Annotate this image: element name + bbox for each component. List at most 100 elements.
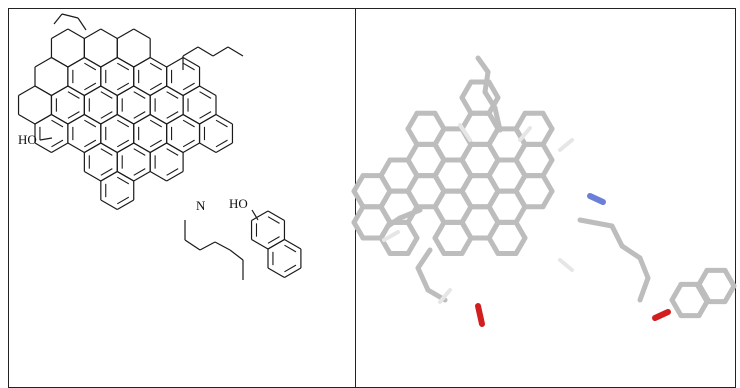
label-nitrogen: N (196, 198, 206, 213)
aromatic-ring-1-bond (100, 56, 118, 68)
butyl-chain (212, 46, 229, 57)
stick-ring-7 (459, 110, 474, 132)
aromatic-ring-16-bond (133, 142, 151, 154)
aromatic-ring-8-bond (149, 85, 167, 97)
aromatic-ring-6-double-bond (100, 111, 113, 119)
saturated-ring-3-bond (18, 85, 36, 97)
aromatic-ring-17-bond (149, 170, 167, 182)
aromatic-ring-4-bond (34, 113, 52, 125)
aromatic-ring-11-double-bond (116, 119, 130, 128)
stick-ring-6 (459, 95, 474, 116)
stick-ring-2 (405, 157, 420, 179)
naphthol-ring-b-bond (284, 238, 302, 250)
aromatic-ring-10-bond (67, 113, 85, 125)
naphthol-ring-a-double-bond (267, 216, 280, 224)
aromatic-ring-0-bond (84, 56, 102, 68)
stick-ring-23 (405, 219, 420, 241)
linker-sticks (619, 243, 643, 261)
label-hydroxyl-right: HO (229, 196, 248, 211)
saturated-ring-3-bond (34, 85, 52, 97)
aromatic-ring-13-double-bond (182, 119, 195, 128)
aromatic-ring-10-bond (84, 113, 102, 125)
aromatic-ring-16-double-bond (133, 148, 146, 156)
aromatic-ring-16-bond (133, 170, 151, 182)
left-alkyl-sticks (397, 207, 423, 221)
aromatic-ring-14-bond (199, 113, 217, 125)
linker-sticks (577, 217, 615, 229)
aromatic-ring-18-bond (116, 199, 135, 211)
stick-ring-10 (486, 141, 501, 163)
aromatic-ring-2-double-bond (149, 82, 162, 91)
aromatic-ring-1-bond (116, 56, 135, 68)
aromatic-ring-18-double-bond (116, 196, 130, 205)
aromatic-ring-14-double-bond (215, 139, 228, 148)
linker-sticks (637, 275, 651, 303)
hydroxyl-bond-left (39, 137, 53, 141)
aromatic-ring-5-bond (51, 85, 69, 97)
stick-ring-11 (486, 157, 501, 179)
stick-ring-21 (378, 173, 393, 194)
stick-ring-21 (378, 188, 393, 210)
aromatic-ring-3-bond (166, 56, 184, 68)
aromatic-ring-10-double-bond (84, 139, 97, 148)
heteroatom-sticks (475, 193, 671, 327)
stick-ring-13 (513, 110, 528, 132)
aromatic-ring-14-bond (215, 113, 233, 125)
stick-ring-22 (378, 204, 393, 225)
stick-ring-2 (405, 141, 420, 163)
aromatic-ring-3-double-bond (182, 82, 195, 91)
aromatic-ring-0-bond (67, 56, 85, 68)
stick-ring-7 (486, 110, 501, 132)
aromatic-ring-13-bond (182, 142, 200, 154)
stick-ring-13 (540, 126, 555, 147)
top-alkyl-sticks (492, 105, 503, 133)
stick-ring-5 (432, 204, 447, 225)
aromatic-ring-16-double-bond (133, 168, 146, 176)
hydrogen-stick-0 (458, 123, 472, 142)
stick-ring-0 (378, 157, 393, 179)
aromatic-ring-15-bond (100, 142, 118, 154)
stick-ring-1 (405, 110, 420, 132)
naphthol-ring-b-double-bond (284, 244, 297, 253)
top-alkyl-sticks (482, 89, 498, 111)
stick-ring-8 (459, 157, 474, 179)
hydrogen-stick-2 (558, 138, 574, 152)
stick-ring-23 (405, 235, 420, 257)
aromatic-ring-15-double-bond (100, 148, 113, 156)
stick-ring-16 (405, 188, 420, 210)
stick-bonds (351, 55, 737, 319)
naphthol-ring-a-bond (267, 210, 285, 222)
stick-ring-16 (432, 173, 447, 194)
aromatic-ring-6-bond (84, 85, 102, 97)
linker-chain (199, 241, 216, 251)
naphthol-ring-a-double-bond (267, 236, 280, 244)
aromatic-ring-7-bond (133, 85, 151, 97)
aromatic-ring-11-double-bond (116, 139, 130, 148)
skeletal-bonds (17, 13, 302, 280)
top-alkyl-sticks (482, 69, 491, 95)
aromatic-ring-2-bond (133, 56, 151, 68)
stick-ring-19 (513, 235, 528, 257)
butyl-chain (182, 46, 199, 57)
linker-chain (214, 241, 231, 251)
stick-ring-12 (486, 188, 501, 210)
propyl-chain (77, 17, 87, 31)
stick-ring-20 (513, 173, 528, 194)
linker-chain (229, 249, 244, 261)
aromatic-ring-12-bond (133, 113, 151, 125)
naphthalene-ring-b (722, 283, 737, 305)
stick-ring-13 (540, 110, 555, 132)
aromatic-ring-7-double-bond (133, 111, 146, 119)
aromatic-ring-6-bond (100, 85, 118, 97)
stick-ring-18 (486, 204, 501, 225)
saturated-ring-4-bond (116, 28, 135, 40)
aromatic-ring-11-bond (100, 113, 118, 125)
aromatic-ring-5-bond (67, 85, 85, 97)
stick-ring-20 (540, 173, 555, 194)
naphthol-ring-b-bond (267, 238, 285, 250)
hydrogen-stick-5 (382, 230, 400, 242)
aromatic-ring-1-double-bond (116, 62, 130, 71)
hydroxyl-bond-right (251, 209, 259, 221)
nitrogen-stick (587, 193, 606, 205)
naphthalene-ring-b (695, 283, 710, 305)
